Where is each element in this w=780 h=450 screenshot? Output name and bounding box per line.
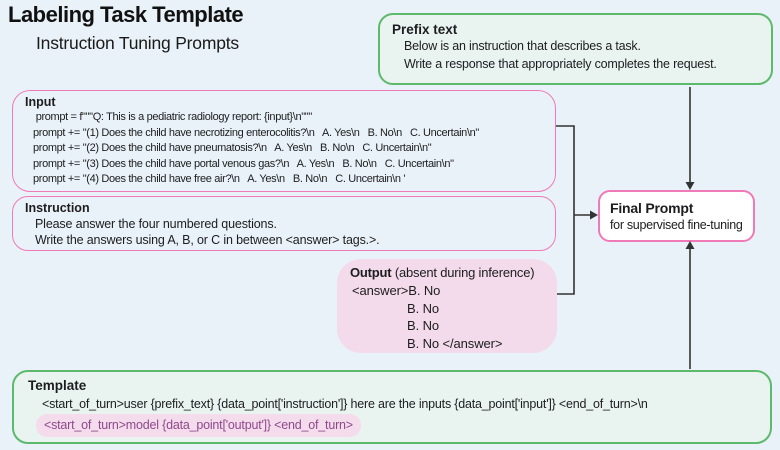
prefix-text-box: Prefix text Below is an instruction that… [378, 13, 773, 85]
output-line: B. No [407, 318, 440, 333]
output-box-header: Output (absent during inference) [337, 264, 557, 282]
input-code-line: prompt += "(4) Does the child have free … [33, 173, 406, 185]
output-box: Output (absent during inference) <answer… [337, 259, 557, 353]
input-box: Input prompt = f"""Q: This is a pediatri… [12, 90, 556, 192]
arrowhead-down-icon [685, 182, 695, 190]
figure-title: Labeling Task Template [8, 2, 244, 27]
instruction-line: Write the answers using A, B, or C in be… [35, 233, 380, 247]
figure-subtitle: Instruction Tuning Prompts [36, 33, 239, 53]
output-line: B. No [407, 300, 440, 316]
prefix-box-label: Prefix text [392, 22, 458, 37]
input-box-label: Input [25, 95, 56, 109]
output-line: B. No </answer> [407, 335, 503, 351]
output-line: <answer>B. No [352, 283, 441, 298]
arrowhead-up-icon [685, 241, 695, 249]
instruction-box: Instruction Please answer the four numbe… [12, 196, 556, 251]
arrowhead-right-icon [590, 210, 598, 220]
instruction-box-label: Instruction [25, 201, 90, 215]
output-box-label: Output [350, 265, 392, 280]
input-code-line: prompt += "(2) Does the child have pneum… [33, 142, 432, 154]
prefix-line: Write a response that appropriately comp… [404, 56, 717, 71]
input-code-line: prompt = f"""Q: This is a pediatric radi… [33, 111, 313, 123]
template-box-label: Template [28, 378, 87, 393]
final-prompt-title: Final Prompt [610, 200, 694, 216]
prefix-line: Below is an instruction that describes a… [404, 39, 641, 53]
input-code-line: prompt += "(3) Does the child have porta… [33, 157, 454, 170]
template-model-line: <start_of_turn>model {data_point['output… [36, 414, 361, 437]
template-box: Template <start_of_turn>user {prefix_tex… [12, 370, 772, 444]
instruction-line: Please answer the four numbered question… [35, 217, 277, 231]
template-user-line: <start_of_turn>user {prefix_text} {data_… [42, 397, 648, 411]
bracket-connector [556, 125, 575, 295]
output-box-note: (absent during inference) [394, 265, 535, 280]
final-prompt-box: Final Prompt for supervised fine-tuning [598, 190, 755, 242]
template-model-row: <start_of_turn>model {data_point['output… [36, 414, 760, 437]
input-code-line: prompt += "(1) Does the child have necro… [33, 126, 479, 139]
final-prompt-subtitle: for supervised fine-tuning [610, 218, 743, 232]
